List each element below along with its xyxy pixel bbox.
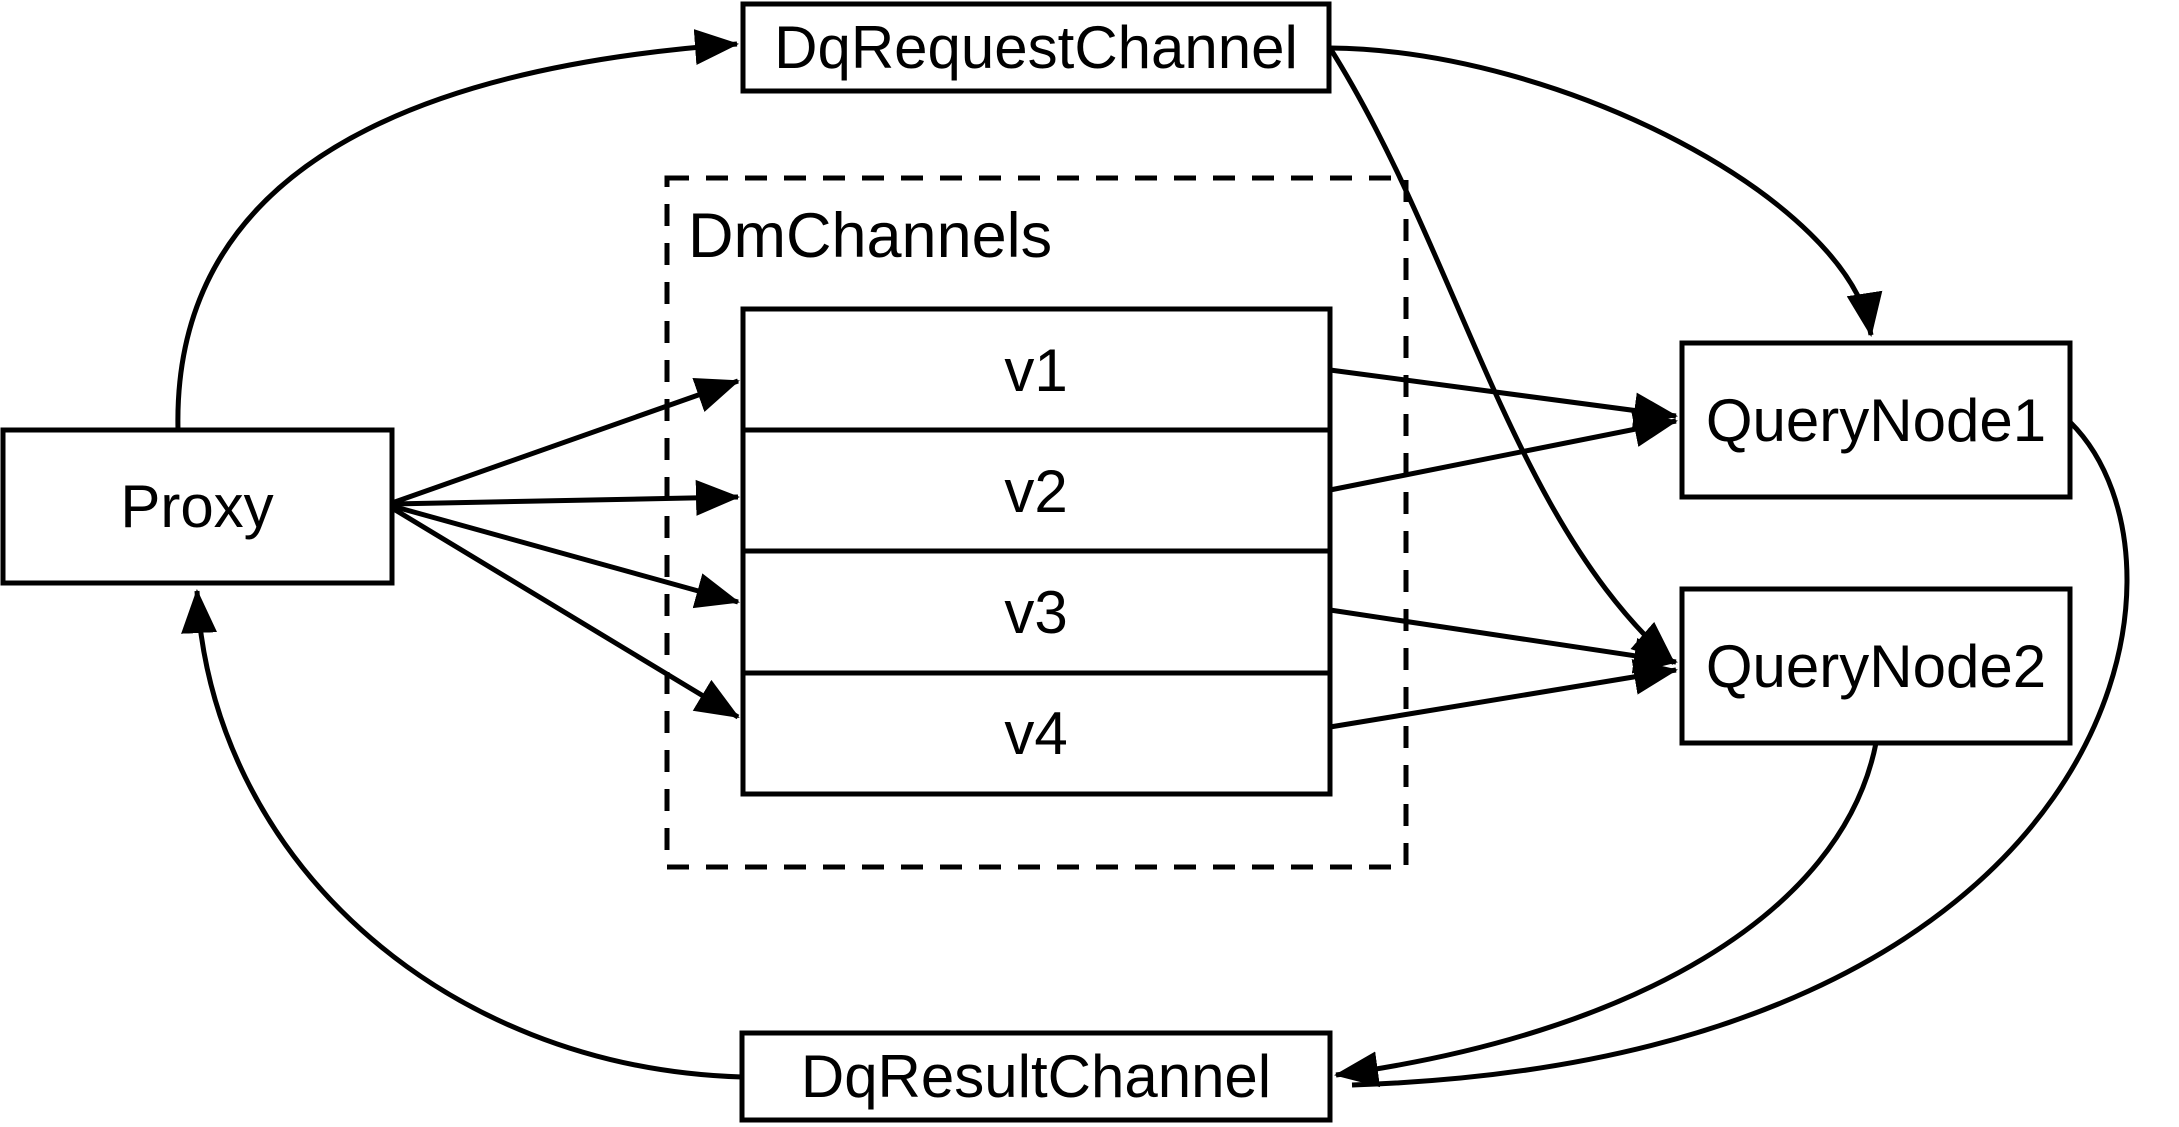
edge-proxy-to-v1: [391, 377, 740, 506]
edge-proxy-to-v3: [391, 503, 740, 609]
dmchannels-group-label: DmChannels: [688, 201, 1052, 271]
edge-dqrequestchannel-to-querynode1: [1329, 45, 1883, 337]
dqresultchannel-label: DqResultChannel: [801, 1043, 1271, 1110]
querynode2-label: QueryNode2: [1706, 633, 2046, 700]
channel-row-v2-label: v2: [1004, 458, 1067, 525]
edge-dqrequestchannel-to-querynode2: [1327, 46, 1676, 665]
proxy-label: Proxy: [120, 473, 273, 540]
querynode1-label: QueryNode1: [1706, 387, 2046, 454]
channel-row-v1-label: v1: [1004, 337, 1067, 404]
channel-row-v3-label: v3: [1004, 579, 1067, 646]
edge-proxy-to-dqrequestchannel: [175, 29, 739, 431]
dqrequestchannel-box: [740, 1, 1332, 94]
channel-row-v4-label: v4: [1004, 700, 1067, 767]
dmchannels-group-box: [664, 175, 1409, 870]
edge-v2-to-querynode1: [1329, 411, 1678, 493]
edge-v3-to-querynode2: [1329, 607, 1678, 674]
edge-proxy-to-v4: [390, 505, 740, 720]
edge-proxy-to-v2: [391, 479, 740, 516]
edge-v1-to-querynode1: [1329, 367, 1678, 429]
dqrequestchannel-label: DqRequestChannel: [774, 14, 1298, 81]
edge-querynode2-to-dqresultchannel: [1334, 742, 1879, 1088]
edge-dqresultchannel-to-proxy: [181, 589, 743, 1080]
querynode2-box: [1679, 586, 2073, 746]
dqresultchannel-box: [739, 1030, 1333, 1123]
edge-querynode1-to-dqresultchannel: [1351, 420, 2130, 1088]
edge-v4-to-querynode2: [1329, 659, 1678, 730]
proxy-box: [0, 427, 395, 586]
querynode1-box: [1679, 340, 2073, 500]
